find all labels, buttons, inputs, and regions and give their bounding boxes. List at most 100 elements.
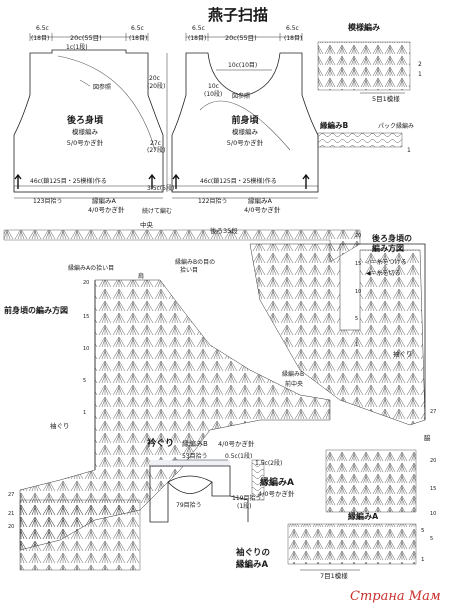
neck-side-depth: 1.5c(2段) [255, 459, 282, 467]
edge-a-title-main: 縁編みA [260, 476, 294, 488]
front-neck-width-top: 20c(55目) [225, 34, 257, 42]
back-chart: 中央 後ろ35段 後ろ身頃の 編み方図 ◁＝糸をつける ◀＝糸を切る 袖ぐり 脇… [3, 220, 436, 542]
edging-name: 縁編みA [92, 196, 117, 205]
row-num-l-1: 1 [83, 410, 86, 416]
edge-a-pickup: 縁編みAの拾い目 [68, 264, 114, 272]
sleeve-right-label: 袖ぐり [393, 349, 413, 358]
armhole-count-2: (1段) [237, 502, 252, 510]
row-num-r-27: 27 [430, 409, 436, 415]
back-left-shoulder-width: 6.5c [36, 25, 49, 32]
front-left-shoulder-width: 6.5c [192, 25, 205, 32]
pattern-title: 模様編み [348, 22, 380, 32]
back-neck-depth: 1c(1段) [66, 43, 88, 51]
row-num-l-21: 21 [8, 511, 14, 517]
armhole-edge-title-1: 袖ぐりの [235, 547, 270, 558]
armhole-height: 20c [149, 75, 160, 82]
pattern-repeat: 5目1模様 [372, 94, 400, 103]
neck-edge-detail: 衿ぐり 縁編みB 4/0号かぎ針 53目拾う 0.5c(1段) 1.5c(2段)… [147, 437, 282, 523]
neck-edge-stitch: 縁編みB [182, 439, 208, 448]
front-edging-count: 122目拾う [198, 197, 227, 205]
back-note-ref: 図参照 [93, 83, 111, 91]
edge-a-detail: 縁編みA 4/0号かぎ針 縁編みA 5 1 袖ぐりの 縁編みA 7目1模様 [235, 449, 425, 580]
side-dimensions: 20c (20段) 27c (27段) 3.5c(5段) 続けて編む 縁編みA … [88, 53, 281, 215]
front-left-shoulder-stitches: (18目) [188, 35, 206, 42]
edge-a-title: 縁編みA [348, 511, 379, 521]
back-chart-title-1: 後ろ身頃の [372, 233, 412, 243]
back-hook: 5/0号かぎ針 [67, 138, 104, 147]
neck-edge-hook: 4/0号かぎ針 [218, 439, 255, 448]
edge-a-row-5: 5 [421, 528, 425, 534]
armhole-edge-title-2: 縁編みA [236, 559, 269, 570]
front-neck-width: 10c(10目) [228, 62, 257, 69]
edge-b-pickup-2: 拾い目 [180, 266, 198, 274]
neck-top-count: 53目拾う [182, 452, 208, 460]
front-name: 前身頃 [231, 114, 259, 126]
armhole-count: 119目拾う [232, 494, 261, 502]
side-label: 脇 [424, 434, 431, 442]
front-stitch: 模様編み [232, 127, 259, 136]
side-gap: 3.5c(5段) [147, 184, 174, 192]
row-num-l-27: 27 [8, 492, 14, 498]
row-num-r-1: 1 [355, 342, 358, 348]
front-hem-label: 46c(鎖125目・25模様)作る [200, 177, 277, 185]
page-title: 燕子扫描 [208, 6, 268, 24]
back-schematic: 6.5c (18目) 20c(55目) 6.5c (18目) 1c(1段) 図参… [13, 25, 164, 205]
back-hem-label: 46c(鎖125目・25模様)作る [30, 177, 107, 185]
shoulder-label: 肩 [138, 272, 144, 280]
back-right-shoulder-stitches: (18目) [129, 35, 147, 42]
front-right-shoulder-width: 6.5c [286, 25, 299, 32]
body-height: 27c [150, 140, 161, 147]
neck-inner-count: 79目拾う [176, 501, 202, 509]
back-left-shoulder-stitches: (18目) [31, 35, 49, 42]
front-chart: 縁編みAの拾い目 縁編みBの目の 拾い目 肩 前身頃の編み方図 袖ぐり 縁編みB… [4, 258, 331, 571]
cut-yarn: ◀＝糸を切る [366, 269, 401, 277]
back-name: 後ろ身頃 [67, 114, 104, 126]
row-num-l-20b: 20 [8, 524, 14, 530]
stitch-legend: 模様編み 2 1 5目1模様 縁編みB パック縁編み 1 [317, 22, 422, 154]
front-neck-depth: 10c [208, 83, 219, 90]
row-num-r-10: 10 [355, 289, 361, 295]
neck-depth: 0.5c(1段) [225, 452, 252, 460]
pattern-row-1: 1 [418, 71, 422, 78]
edge-a-repeat: 7目1模様 [320, 571, 348, 580]
edging-hook: 4/0号かぎ針 [88, 205, 125, 214]
body-rows: (27段) [147, 146, 165, 154]
front-note-ref: 図参照 [232, 92, 250, 100]
front-center-label: 前中央 [285, 380, 303, 388]
neck-edge-title: 衿ぐり [147, 437, 174, 449]
watermark: Страна Мам [350, 589, 441, 604]
edge-a-row-1: 1 [421, 557, 425, 563]
row-num-r-20: 20 [355, 233, 361, 239]
back-neck-width: 20c(55目) [70, 34, 102, 42]
front-right-shoulder-stitches: (18目) [284, 35, 302, 42]
row-num-l-5: 5 [83, 378, 86, 384]
edge-b-pickup-1: 縁編みBの目の [175, 258, 215, 266]
front-neck-depth-rows: (10段) [204, 90, 222, 98]
edging-hook-front: 4/0号かぎ針 [244, 205, 281, 214]
row-num-l-20: 20 [83, 280, 89, 286]
edging-name-front: 縁編みA [248, 196, 273, 205]
attach-yarn: ◁＝糸をつける [366, 258, 407, 266]
pattern-row-2: 2 [418, 61, 422, 68]
row-num-r-5: 5 [355, 316, 358, 322]
row-num-r-15: 15 [355, 261, 361, 267]
edge-a-hook-main: 4/0号かぎ針 [258, 489, 295, 498]
back-right-shoulder-width: 6.5c [131, 25, 144, 32]
edge-b-front: 縁編みB [282, 370, 304, 378]
picot-label: パック縁編み [378, 122, 414, 130]
edge-b-title: 縁編みB [320, 120, 348, 130]
row-num-l-10: 10 [83, 346, 89, 352]
row-num-l-15: 15 [83, 314, 89, 320]
front-schematic: 6.5c (18目) 20c(55目) 6.5c (18目) 10c(10目) … [171, 25, 319, 205]
row-num-r-10b: 10 [430, 511, 436, 517]
back-chart-title-2: 編み方図 [372, 243, 404, 253]
armhole-rows: (20段) [147, 82, 165, 90]
back-start-rows: 後ろ35段 [210, 226, 238, 235]
sleeve-left-label: 袖ぐり [50, 421, 70, 430]
front-hook: 5/0号かぎ針 [227, 138, 264, 147]
edge-b-row: 1 [407, 147, 411, 154]
row-num-r-15b: 15 [430, 486, 436, 492]
chart-center: 中央 [140, 220, 154, 229]
front-chart-title: 前身頃の編み方図 [4, 305, 68, 315]
